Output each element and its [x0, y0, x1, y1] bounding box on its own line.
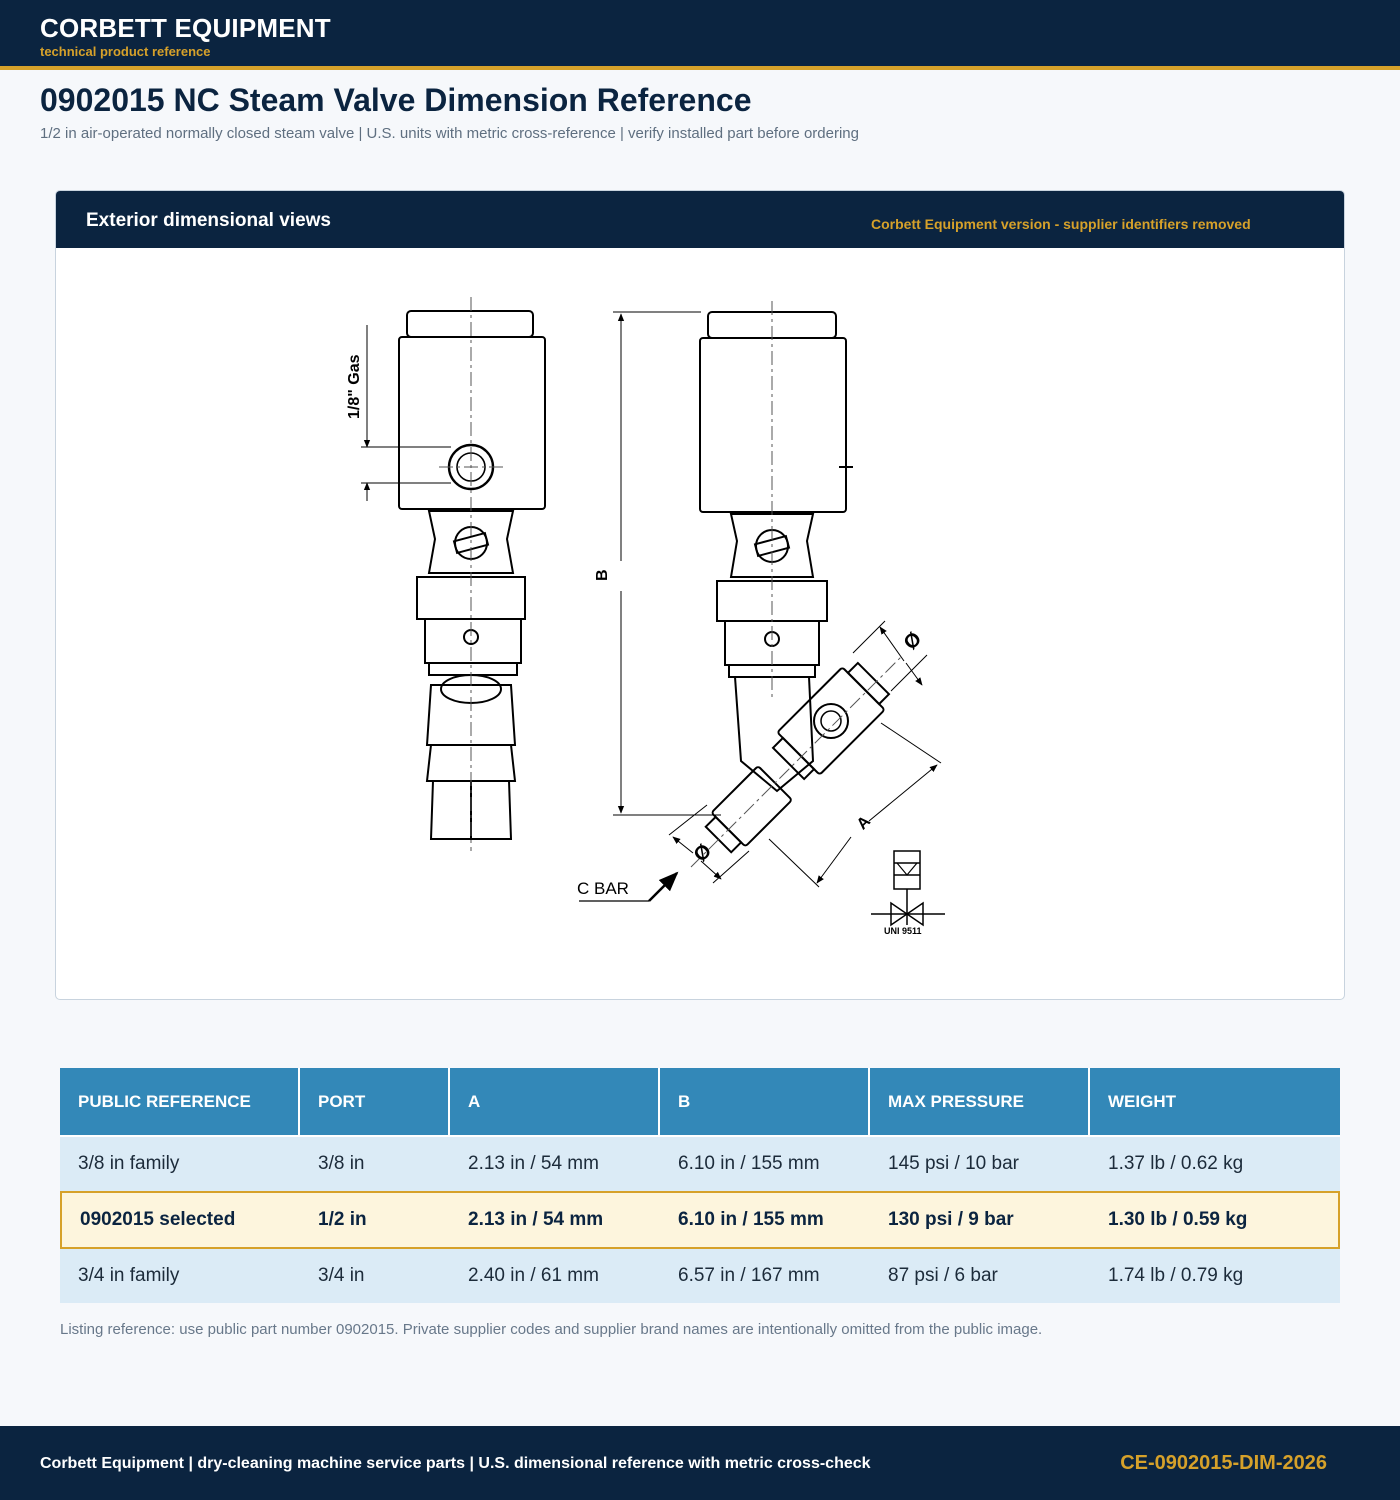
- top-bar: CORBETT EQUIPMENT technical product refe…: [0, 0, 1400, 70]
- cell-b: 6.10 in / 155 mm: [660, 1191, 870, 1249]
- header-max-pressure: MAX PRESSURE: [870, 1068, 1090, 1137]
- front-view-centerlines: [439, 297, 503, 851]
- cell-a: 2.40 in / 61 mm: [450, 1249, 660, 1303]
- header-a: A: [450, 1068, 660, 1137]
- table-header-row: PUBLIC REFERENCE PORT A B MAX PRESSURE W…: [60, 1068, 1340, 1137]
- panel-header: Exterior dimensional views Corbett Equip…: [56, 191, 1344, 248]
- cell-b: 6.57 in / 167 mm: [660, 1249, 870, 1303]
- cell-pressure: 145 psi / 10 bar: [870, 1137, 1090, 1191]
- cell-port: 1/2 in: [300, 1191, 450, 1249]
- cell-weight: 1.30 lb / 0.59 kg: [1090, 1191, 1340, 1249]
- dimension-table: PUBLIC REFERENCE PORT A B MAX PRESSURE W…: [60, 1068, 1340, 1303]
- dimension-phi-top: [852, 620, 928, 692]
- brand-name: CORBETT EQUIPMENT: [40, 13, 331, 43]
- listing-note: Listing reference: use public part numbe…: [60, 1321, 1043, 1338]
- side-view-centerline: [690, 301, 902, 868]
- phi-top-label: Ø: [900, 628, 927, 655]
- cell-reference: 3/8 in family: [60, 1137, 300, 1191]
- valve-schematic-symbol: [871, 850, 945, 927]
- cell-reference: 3/4 in family: [60, 1249, 300, 1303]
- cell-weight: 1.74 lb / 0.79 kg: [1090, 1249, 1340, 1303]
- side-view: [699, 311, 891, 854]
- cell-weight: 1.37 lb / 0.62 kg: [1090, 1137, 1340, 1191]
- dimension-b-label: B: [594, 569, 611, 581]
- dimension-b: [613, 311, 721, 816]
- dimension-phi-bottom: [668, 804, 750, 884]
- document-code: CE-0902015-DIM-2026: [1120, 1452, 1327, 1474]
- cell-pressure: 130 psi / 9 bar: [870, 1191, 1090, 1249]
- page-subtitle: 1/2 in air-operated normally closed stea…: [40, 125, 859, 142]
- valve-symbol-label: UNI 9511: [884, 926, 922, 936]
- front-view: [398, 310, 546, 840]
- gas-port-dimension: [361, 325, 451, 501]
- dimension-views-panel: Exterior dimensional views Corbett Equip…: [55, 190, 1345, 1000]
- cell-port: 3/4 in: [300, 1249, 450, 1303]
- table-row-selected: 0902015 selected 1/2 in 2.13 in / 54 mm …: [60, 1191, 1340, 1249]
- phi-bottom-label: Ø: [690, 840, 717, 867]
- c-bar-callout: [579, 871, 679, 902]
- gas-port-label: 1/8" Gas: [346, 354, 363, 419]
- footer: Corbett Equipment | dry-cleaning machine…: [0, 1426, 1400, 1500]
- footer-text: Corbett Equipment | dry-cleaning machine…: [40, 1455, 871, 1472]
- cell-port: 3/8 in: [300, 1137, 450, 1191]
- cell-a: 2.13 in / 54 mm: [450, 1191, 660, 1249]
- dimension-a: [768, 722, 942, 888]
- valve-drawing: 1/8" Gas: [346, 297, 945, 936]
- header-b: B: [660, 1068, 870, 1137]
- table-row: 3/8 in family 3/8 in 2.13 in / 54 mm 6.1…: [60, 1137, 1340, 1191]
- c-bar-label: C BAR: [577, 879, 629, 898]
- dimension-a-label: A: [854, 813, 875, 834]
- header-port: PORT: [300, 1068, 450, 1137]
- panel-note: Corbett Equipment version - supplier ide…: [871, 216, 1251, 232]
- cell-b: 6.10 in / 155 mm: [660, 1137, 870, 1191]
- brand-tagline: technical product reference: [40, 44, 211, 59]
- cell-a: 2.13 in / 54 mm: [450, 1137, 660, 1191]
- header-public-reference: PUBLIC REFERENCE: [60, 1068, 300, 1137]
- table-row: 3/4 in family 3/4 in 2.40 in / 61 mm 6.5…: [60, 1249, 1340, 1303]
- page-title: 0902015 NC Steam Valve Dimension Referen…: [40, 82, 752, 118]
- cell-reference: 0902015 selected: [60, 1191, 300, 1249]
- panel-title: Exterior dimensional views: [86, 210, 331, 231]
- header-weight: WEIGHT: [1090, 1068, 1340, 1137]
- cell-pressure: 87 psi / 6 bar: [870, 1249, 1090, 1303]
